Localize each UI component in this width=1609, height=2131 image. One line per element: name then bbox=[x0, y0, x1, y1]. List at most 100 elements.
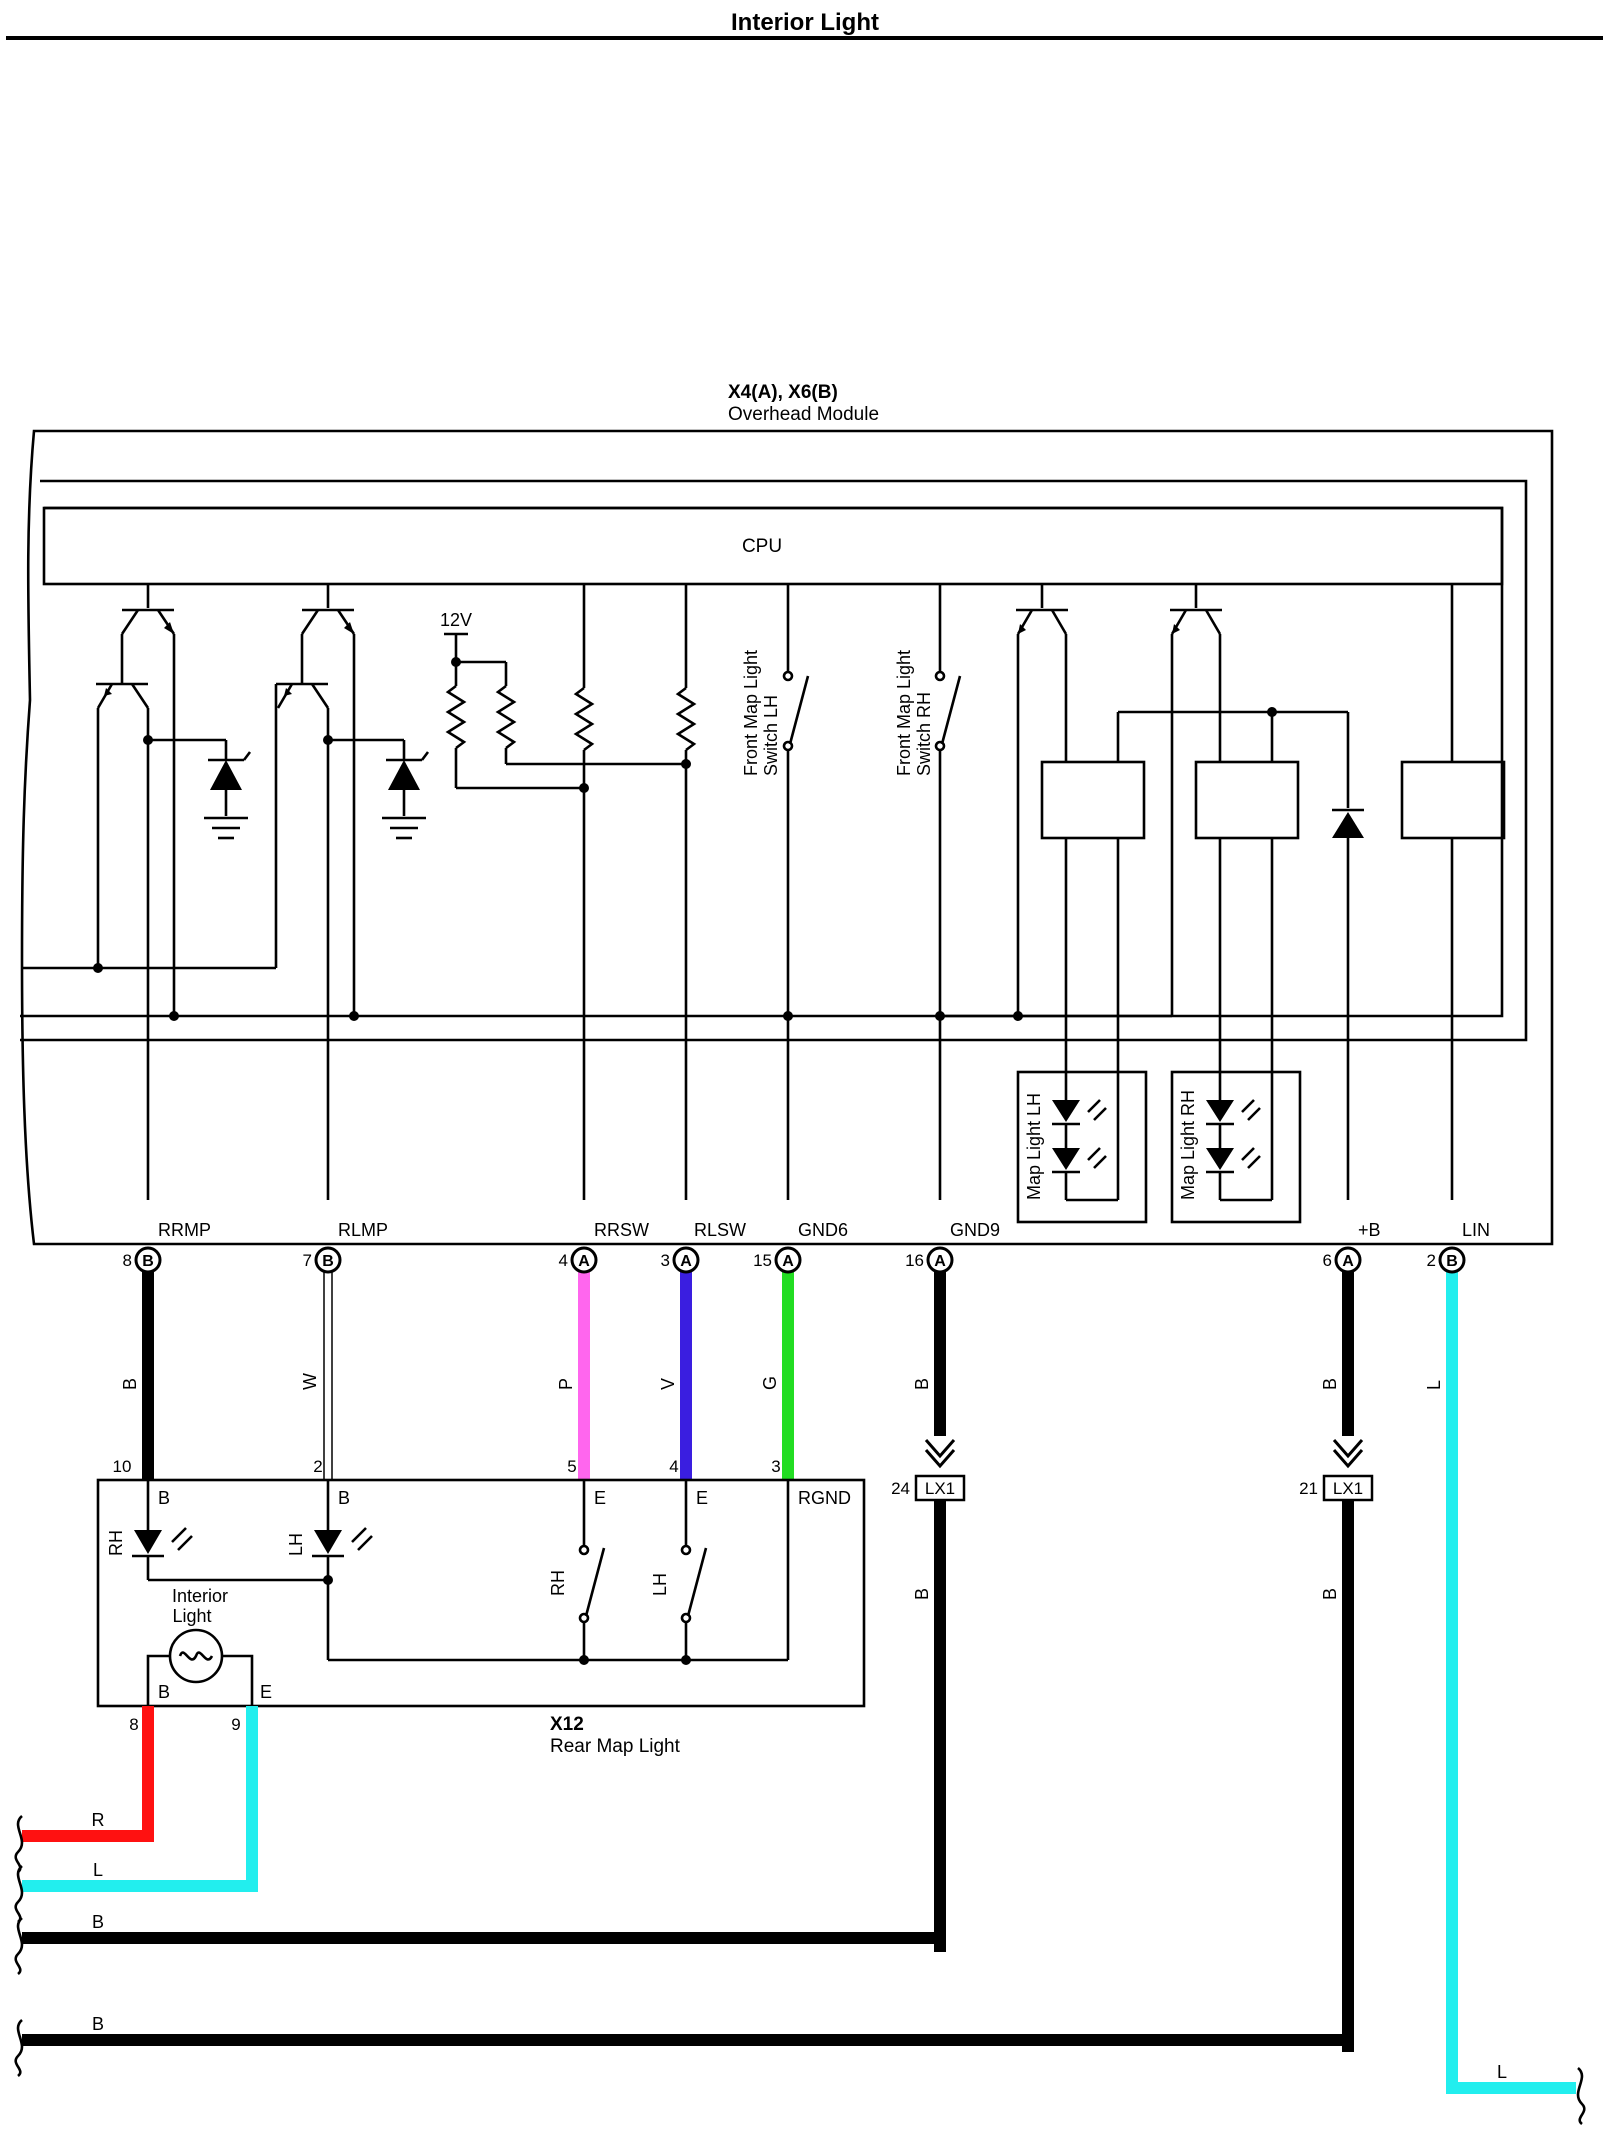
splice-pin-2: 21 bbox=[1299, 1479, 1318, 1498]
map-light-lh-label: Map Light LH bbox=[1024, 1093, 1044, 1200]
interior-light-label-line1: Interior bbox=[172, 1586, 228, 1606]
junction-dot bbox=[143, 735, 153, 745]
junction-dot bbox=[169, 1011, 179, 1021]
wire-color-lx1-24: B bbox=[912, 1588, 932, 1600]
module-wires bbox=[142, 1272, 1458, 1940]
splice-arrows bbox=[924, 1439, 1364, 1469]
connector-letter-rlsw: A bbox=[680, 1253, 692, 1270]
junction-dot bbox=[681, 1655, 691, 1665]
connector-letter-rlmp: B bbox=[322, 1253, 334, 1270]
terminal-name-rrsw: RRSW bbox=[594, 1220, 649, 1240]
bottom-wire-label-b1: B bbox=[92, 1912, 104, 1932]
rear-pin-top-4: 4 bbox=[669, 1457, 678, 1476]
connector-letter-plus-b: A bbox=[1342, 1253, 1354, 1270]
wire-color-rrmp: B bbox=[120, 1378, 140, 1390]
terminal-name-lin: LIN bbox=[1462, 1220, 1490, 1240]
connector-letter-gnd6: A bbox=[782, 1253, 794, 1270]
junction-dot bbox=[783, 1011, 793, 1021]
lin-interface-block bbox=[1400, 760, 1506, 840]
wire-color-rlmp: W bbox=[300, 1373, 320, 1390]
rear-term-top-4: E bbox=[696, 1488, 708, 1508]
rrmp-driver-circuit bbox=[22, 584, 278, 1200]
map-light-feed bbox=[1116, 584, 1454, 1200]
rear-term-top-2: B bbox=[338, 1488, 350, 1508]
wire-color-lx1-21: B bbox=[1320, 1588, 1340, 1600]
map-light-drivers bbox=[940, 584, 1222, 1018]
pin-number-plus-b: 6 bbox=[1323, 1251, 1332, 1270]
module-connectors bbox=[134, 1246, 1466, 1274]
wire-color-gnd9: B bbox=[912, 1378, 932, 1390]
front-map-switch-lh bbox=[782, 584, 810, 1200]
rear-pin-top-2: 2 bbox=[313, 1457, 322, 1476]
module-bus-outer bbox=[20, 479, 1528, 1042]
supply-12v-label: 12V bbox=[440, 610, 472, 630]
splice-pin-1: 24 bbox=[891, 1479, 910, 1498]
cpu-label: CPU bbox=[742, 536, 782, 557]
rlmp-driver-circuit bbox=[276, 584, 430, 1200]
rear-term-top-1: B bbox=[158, 1488, 170, 1508]
rear-term-bottom-1: B bbox=[158, 1682, 170, 1702]
map-light-rh-label: Map Light RH bbox=[1178, 1090, 1198, 1200]
rear-pin-bottom-1: 8 bbox=[129, 1715, 138, 1734]
rear-map-light-circuit bbox=[132, 1480, 790, 1706]
bottom-wire-label-l: L bbox=[93, 1860, 103, 1880]
pin-number-rrmp: 8 bbox=[123, 1251, 132, 1270]
rear-pin-top-3: 5 bbox=[567, 1457, 576, 1476]
page-title: Interior Light bbox=[731, 9, 879, 36]
bottom-wire-label-b2: B bbox=[92, 2014, 104, 2034]
bottom-wire-label-l2: L bbox=[1497, 2062, 1507, 2082]
wire-color-lin: L bbox=[1424, 1380, 1444, 1390]
pin-number-gnd6: 15 bbox=[753, 1251, 772, 1270]
splice-name-2: LX1 bbox=[1333, 1479, 1363, 1498]
terminal-name-rlsw: RLSW bbox=[694, 1220, 746, 1240]
terminal-name-gnd6: GND6 bbox=[798, 1220, 848, 1240]
rear-pin-top-5: 3 bbox=[771, 1457, 780, 1476]
switch-rh-label-line2: Switch RH bbox=[914, 692, 934, 776]
junction-dot bbox=[1013, 1011, 1023, 1021]
splice-name-1: LX1 bbox=[925, 1479, 955, 1498]
terminal-name-rlmp: RLMP bbox=[338, 1220, 388, 1240]
wire-color-rrsw: P bbox=[556, 1378, 576, 1390]
terminal-name-rrmp: RRMP bbox=[158, 1220, 211, 1240]
pin-number-rlmp: 7 bbox=[303, 1251, 312, 1270]
pin-number-rlsw: 3 bbox=[661, 1251, 670, 1270]
pin-number-lin: 2 bbox=[1427, 1251, 1436, 1270]
interior-light-label-line2: Light bbox=[172, 1606, 211, 1626]
connector-letter-rrsw: A bbox=[578, 1253, 590, 1270]
rear-led-rh-label: RH bbox=[106, 1530, 126, 1556]
overhead-module-body bbox=[20, 429, 1554, 1246]
rear-pin-top-1: 10 bbox=[113, 1457, 132, 1476]
wire-color-plus-b: B bbox=[1320, 1378, 1340, 1390]
terminal-name-plus-b: +B bbox=[1358, 1220, 1381, 1240]
map-light-lh bbox=[1016, 838, 1148, 1224]
connector-letter-gnd9: A bbox=[934, 1253, 946, 1270]
rear-led-lh-label: LH bbox=[286, 1533, 306, 1556]
splice-box-lx1-24 bbox=[914, 1474, 966, 1502]
splice-box-lx1-21 bbox=[1322, 1474, 1374, 1502]
driver-block-lh bbox=[1040, 760, 1146, 840]
rear-switch-rh-label: RH bbox=[548, 1570, 568, 1596]
pin-number-rrsw: 4 bbox=[559, 1251, 568, 1270]
module-connector-id: X4(A), X6(B) bbox=[728, 382, 838, 403]
terminal-name-gnd9: GND9 bbox=[950, 1220, 1000, 1240]
junction-dot bbox=[349, 1011, 359, 1021]
junction-dot bbox=[323, 735, 333, 745]
wire-color-gnd6: G bbox=[760, 1376, 780, 1390]
connector-letter-lin: B bbox=[1446, 1253, 1458, 1270]
wire-color-rlsw: V bbox=[658, 1378, 678, 1390]
cpu-block bbox=[42, 506, 1504, 586]
rear-switch-lh-label: LH bbox=[650, 1573, 670, 1596]
junction-dot bbox=[93, 963, 103, 973]
bottom-wire-label-r: R bbox=[92, 1810, 105, 1830]
map-light-rh bbox=[1170, 838, 1302, 1224]
rear-term-bottom-2: E bbox=[260, 1682, 272, 1702]
junction-dot bbox=[451, 657, 461, 667]
junction-dot bbox=[681, 759, 691, 769]
junction-dot bbox=[579, 1655, 589, 1665]
pullup-resistor-network bbox=[444, 584, 697, 1200]
switch-lh-label-line1: Front Map Light bbox=[741, 650, 761, 776]
rear-pin-bottom-2: 9 bbox=[231, 1715, 240, 1734]
rear-map-light-body bbox=[96, 1478, 866, 1708]
driver-block-rh bbox=[1194, 760, 1300, 840]
switch-rh-label-line1: Front Map Light bbox=[894, 650, 914, 776]
